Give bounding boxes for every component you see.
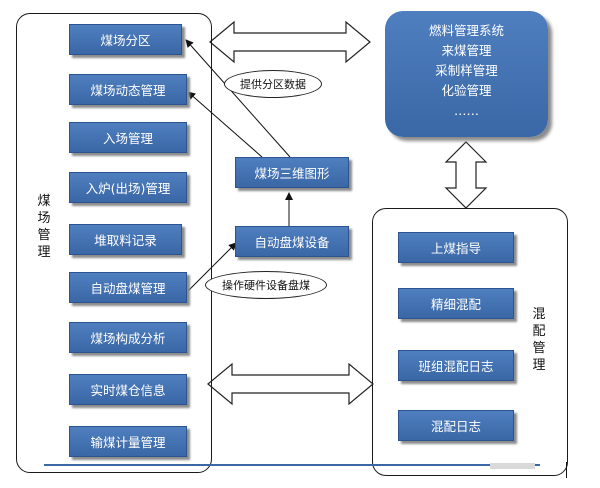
item-coal-feeding-guidance[interactable]: 上煤指导: [398, 232, 514, 263]
auto-inventory-device-box[interactable]: 自动盘煤设备: [235, 226, 349, 257]
coal-yard-management-title: 煤场管理: [37, 194, 51, 260]
coal-yard-management-group: [16, 13, 212, 473]
arrow-3d-to-zones: [185, 39, 291, 158]
item-auto-inventory-management[interactable]: 自动盘煤管理: [69, 272, 187, 303]
item-bunker-info[interactable]: 实时煤仓信息: [69, 374, 187, 405]
item-label: 输煤计量管理: [90, 435, 166, 450]
double-arrow-top: [209, 20, 371, 64]
blending-management-group: [372, 208, 568, 476]
box-label: 煤场三维图形: [254, 166, 330, 181]
item-coal-yard-dynamic[interactable]: 煤场动态管理: [69, 74, 187, 105]
item-fine-blending[interactable]: 精细混配: [398, 288, 514, 319]
item-label: 混配日志: [430, 419, 481, 434]
item-composition-analysis[interactable]: 煤场构成分析: [69, 322, 187, 353]
double-arrow-bottom: [207, 362, 374, 406]
item-label: 实时煤仓信息: [90, 383, 166, 398]
item-label: 自动盘煤管理: [90, 281, 166, 296]
item-team-blending-log[interactable]: 班组混配日志: [398, 350, 514, 381]
item-label: 入炉(出场)管理: [85, 181, 171, 196]
coal-yard-3d-box[interactable]: 煤场三维图形: [235, 157, 349, 188]
item-metering-management[interactable]: 输煤计量管理: [69, 426, 187, 457]
fuel-system-line: 采制样管理: [435, 63, 498, 78]
item-label: 煤场分区: [100, 33, 151, 48]
text-cursor: [566, 462, 567, 478]
item-stacking-records[interactable]: 堆取料记录: [69, 224, 182, 255]
item-label: 入场管理: [102, 131, 153, 146]
item-label: 煤场动态管理: [90, 83, 166, 98]
item-label: 上煤指导: [430, 241, 481, 256]
item-label: 班组混配日志: [418, 359, 494, 374]
item-label: 精细混配: [430, 297, 481, 312]
item-label: 煤场构成分析: [90, 331, 166, 346]
item-furnace-exit-management[interactable]: 入炉(出场)管理: [69, 172, 187, 203]
fuel-system-line: 化验管理: [441, 83, 492, 98]
faint-watermark: [490, 463, 535, 469]
fuel-system-line: ……: [454, 103, 479, 118]
item-coal-yard-zones[interactable]: 煤场分区: [69, 24, 182, 55]
item-entry-management[interactable]: 入场管理: [69, 122, 187, 153]
fuel-system-line: 来煤管理: [441, 43, 492, 58]
page-baseline: [44, 464, 540, 466]
arrow-auto-mgmt-to-device: [187, 242, 237, 292]
item-label: 堆取料记录: [94, 233, 157, 248]
blending-management-title: 混配管理: [532, 307, 546, 373]
item-blending-log[interactable]: 混配日志: [398, 410, 514, 441]
arrow-3d-to-dynamic: [187, 91, 263, 158]
fuel-management-system-box[interactable]: 燃料管理系统 来煤管理 采制样管理 化验管理 ……: [385, 11, 548, 137]
box-label: 自动盘煤设备: [254, 235, 330, 250]
provide-zone-data-note: 提供分区数据: [224, 70, 322, 98]
fuel-system-title: 燃料管理系统: [428, 23, 504, 38]
double-arrow-vertical: [444, 141, 488, 209]
operate-hardware-note: 操作硬件设备盘煤: [205, 271, 327, 299]
